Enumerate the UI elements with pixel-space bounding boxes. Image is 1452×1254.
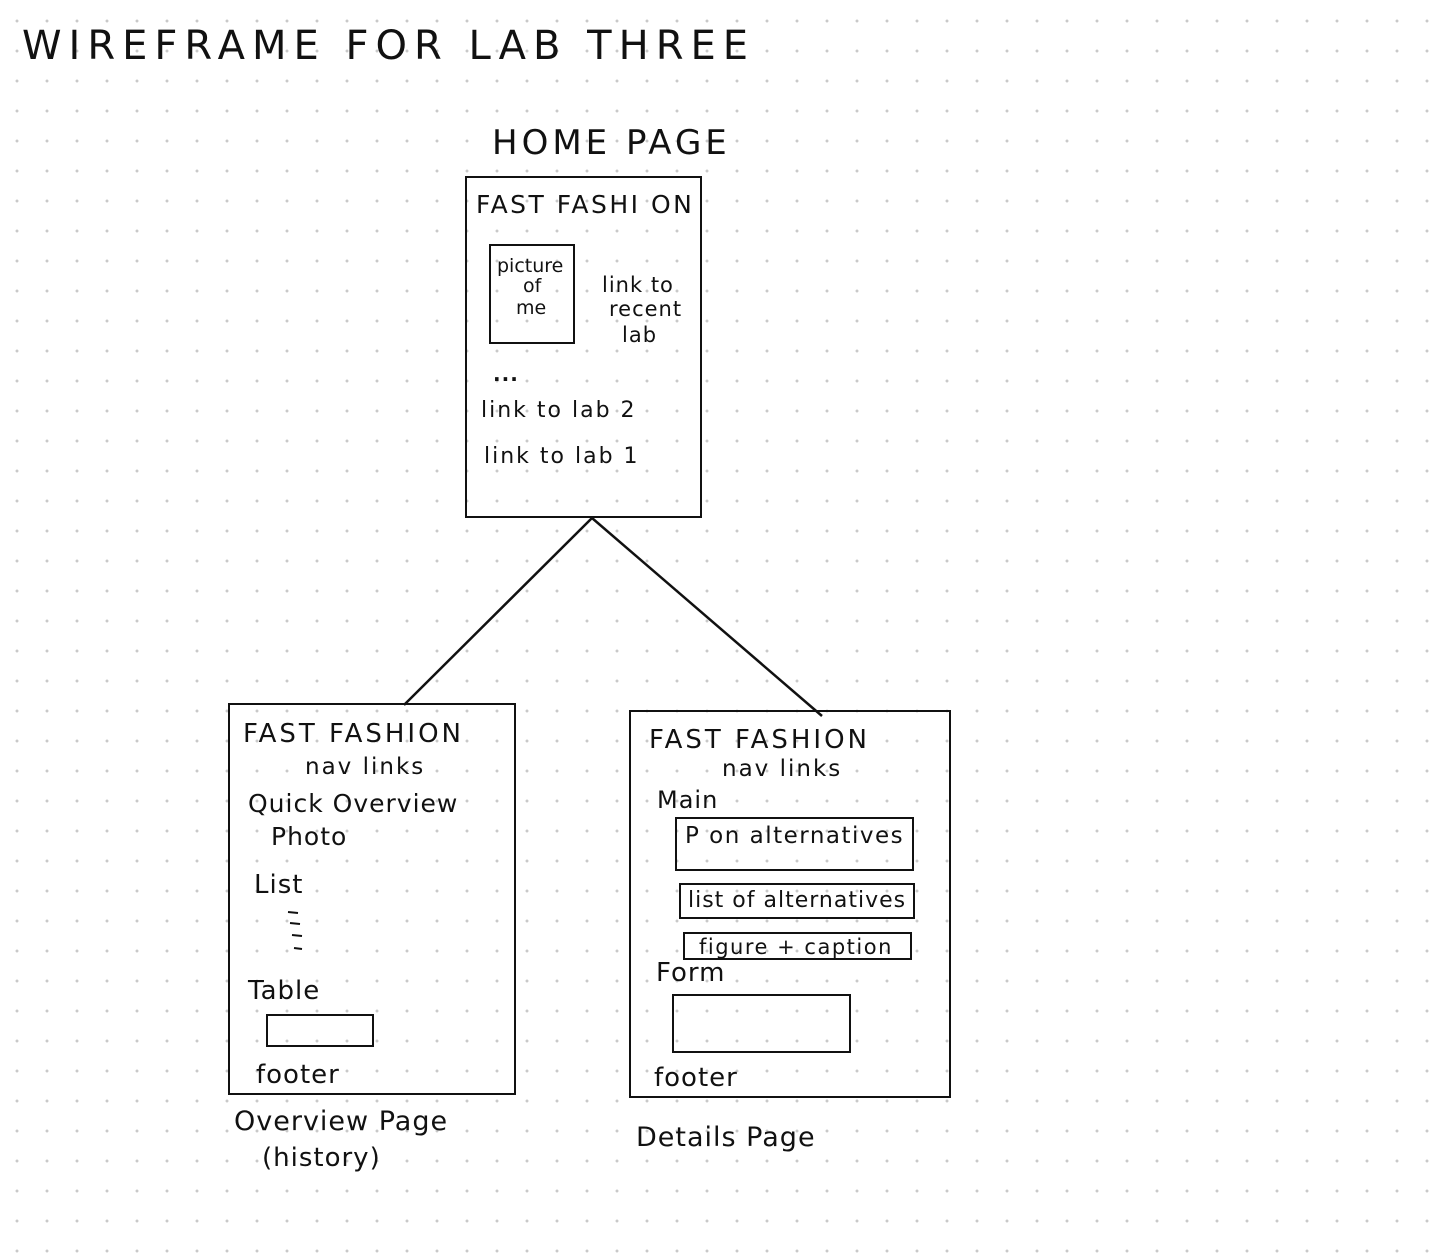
picture-label-line1: picture (497, 255, 564, 277)
overview-table-placeholder (266, 1014, 374, 1047)
picture-label-line3: me (516, 297, 547, 319)
picture-label-line2: of (523, 275, 542, 297)
overview-caption-line1: Overview Page (234, 1106, 449, 1137)
details-caption: Details Page (636, 1122, 816, 1153)
details-form: Form (656, 958, 726, 988)
details-footer: footer (654, 1063, 738, 1093)
recent-lab-link-line3[interactable]: lab (622, 323, 658, 347)
overview-quick-overview: Quick Overview (248, 789, 459, 818)
list-bullet-marks (287, 911, 303, 950)
details-main: Main (657, 786, 719, 814)
connector-home-to-details (591, 517, 823, 717)
home-page-frame (465, 176, 702, 518)
picture-placeholder (489, 244, 575, 344)
home-brand: FAST FASHI ON (476, 190, 695, 219)
recent-lab-link-line1[interactable]: link to (602, 273, 674, 297)
figure-caption-label: figure + caption (699, 935, 893, 959)
wireframe-title: WIREFRAME FOR LAB THREE (22, 23, 756, 69)
link-lab-1[interactable]: link to lab 1 (484, 444, 640, 469)
p-alternatives-box (675, 817, 914, 871)
overview-table: Table (248, 976, 321, 1006)
form-placeholder (672, 994, 851, 1053)
overview-page-frame (228, 703, 516, 1095)
recent-lab-link-line2[interactable]: recent (609, 297, 683, 321)
details-brand: FAST FASHION (649, 725, 870, 755)
overview-caption-line2: (history) (262, 1143, 381, 1173)
ellipsis: ... (493, 362, 519, 386)
p-alternatives-label: P on alternatives (685, 823, 905, 849)
details-nav-links[interactable]: nav links (722, 756, 843, 782)
list-alternatives-box (679, 883, 915, 919)
overview-nav-links[interactable]: nav links (305, 754, 426, 780)
figure-caption-box (683, 932, 912, 960)
connector-home-to-overview (403, 517, 593, 706)
overview-footer: footer (256, 1060, 340, 1090)
overview-photo: Photo (271, 822, 348, 851)
link-lab-2[interactable]: link to lab 2 (481, 398, 637, 423)
list-alternatives-label: list of alternatives (688, 888, 907, 913)
overview-brand: FAST FASHION (243, 719, 464, 749)
overview-list: List (254, 870, 304, 900)
details-page-frame (629, 710, 951, 1098)
home-page-label: HOME PAGE (492, 123, 731, 163)
